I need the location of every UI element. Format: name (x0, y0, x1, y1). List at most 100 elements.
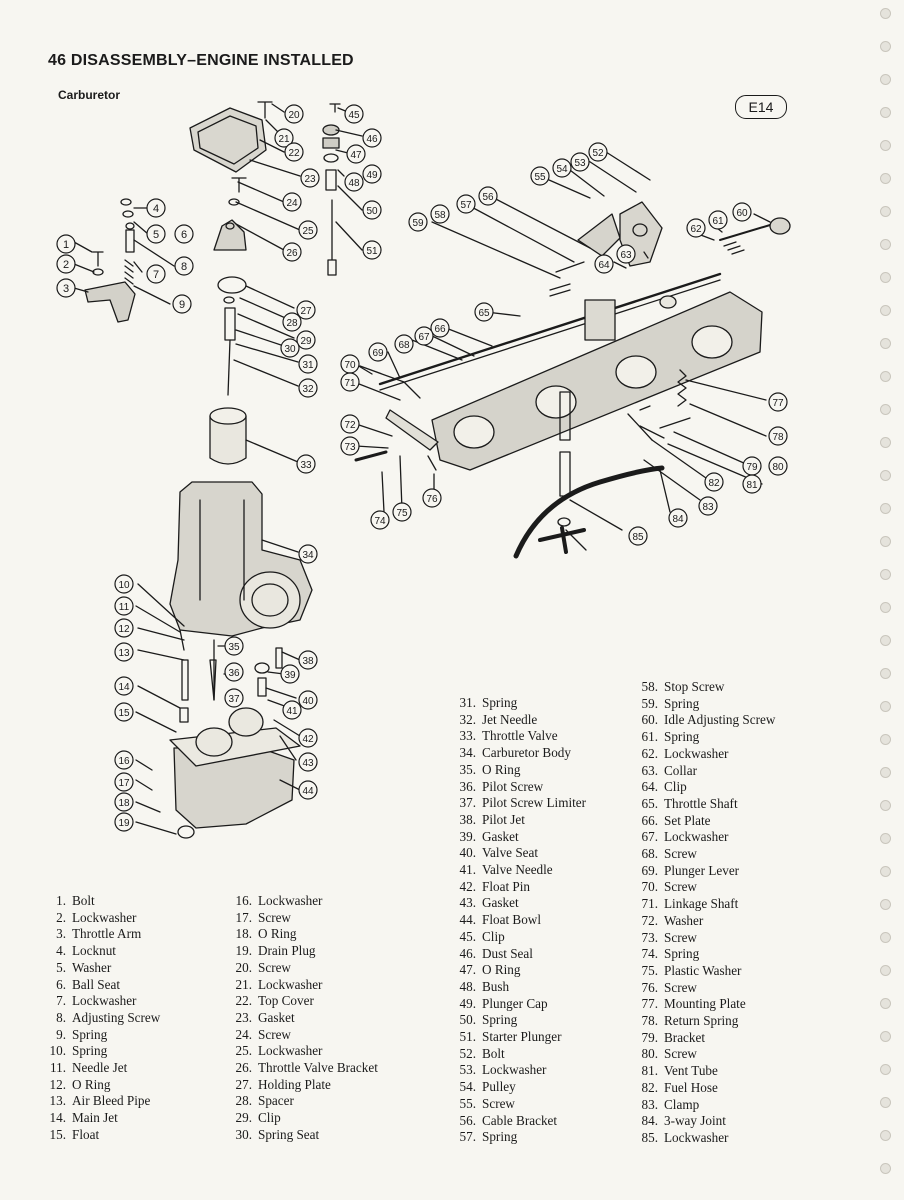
callout-number: 51 (366, 246, 378, 257)
part-name: Bush (482, 978, 510, 994)
callout-number: 65 (478, 308, 490, 319)
callout-78: 78 (768, 426, 788, 446)
part-number: 16. (235, 893, 252, 908)
parts-list-item: 74.Spring (634, 946, 775, 963)
binding-hole (880, 866, 891, 877)
callout-number: 11 (119, 602, 130, 613)
callout-number: 10 (118, 580, 130, 591)
binding-hole (880, 899, 891, 910)
part-number: 37. (459, 795, 476, 811)
part-number: 47. (459, 962, 476, 978)
part-number: 3. (56, 926, 66, 942)
part-number: 4. (56, 943, 66, 959)
part-name: Screw (664, 979, 697, 995)
callout-number: 64 (598, 260, 610, 271)
part-number: 28. (235, 1093, 252, 1109)
callout-26: 26 (282, 242, 302, 262)
callout-number: 54 (556, 164, 568, 175)
part-number: 52. (459, 1045, 476, 1061)
parts-list-item: 76.Screw (634, 980, 775, 997)
binding-hole (880, 1031, 891, 1042)
callout-number: 60 (736, 208, 748, 219)
callout-61: 61 (708, 210, 728, 230)
part-number: 30. (235, 1126, 252, 1142)
page-title: 46 DISASSEMBLY–ENGINE INSTALLED (48, 52, 354, 69)
parts-list-item: 35.O Ring (452, 762, 586, 779)
part-number: 17. (235, 909, 252, 925)
part-name: Spring (664, 946, 700, 962)
callout-21: 21 (274, 128, 294, 148)
binding-hole (880, 965, 891, 976)
parts-list-item: 30.Spring Seat (230, 1127, 378, 1144)
part-name: Lockwasher (258, 1043, 323, 1059)
parts-list-item: 5.Washer (48, 960, 160, 977)
parts-list-item: 6.Ball Seat (48, 977, 160, 994)
callout-67: 67 (414, 326, 434, 346)
part-number: 55. (459, 1095, 476, 1111)
part-number: 36. (459, 778, 476, 794)
callout-64: 64 (594, 254, 614, 274)
parts-list-item: 9.Spring (48, 1027, 160, 1044)
part-name: Clip (258, 1110, 281, 1126)
part-number: 75. (641, 962, 658, 978)
callout-63: 63 (616, 244, 636, 264)
part-name: Ball Seat (72, 976, 120, 992)
part-number: 40. (459, 845, 476, 861)
parts-list-item: 69.Plunger Lever (634, 863, 775, 880)
part-number: 57. (459, 1129, 476, 1145)
callout-number: 78 (772, 432, 784, 443)
part-number: 22. (235, 993, 252, 1009)
callout-3: 3 (56, 278, 76, 298)
parts-list-item: 26.Throttle Valve Bracket (230, 1060, 378, 1077)
callout-58: 58 (430, 204, 450, 224)
parts-list-item: 50.Spring (452, 1012, 586, 1029)
part-number: 10. (49, 1043, 66, 1059)
parts-list-item: 77.Mounting Plate (634, 996, 775, 1013)
binding-hole (880, 239, 891, 250)
part-number: 49. (459, 995, 476, 1011)
callout-number: 76 (426, 494, 438, 505)
part-name: Set Plate (664, 812, 711, 828)
figure-ref-badge: E14 (735, 95, 787, 119)
part-name: Stop Screw (664, 679, 725, 694)
parts-list-item: 54.Pulley (452, 1079, 586, 1096)
callout-40: 40 (298, 690, 318, 710)
callout-number: 72 (344, 420, 356, 431)
callout-number: 17 (118, 778, 130, 789)
part-name: Gasket (482, 828, 519, 844)
part-number: 23. (235, 1009, 252, 1025)
part-number: 5. (56, 959, 66, 975)
callout-number: 3 (63, 283, 69, 295)
callout-25: 25 (298, 220, 318, 240)
parts-list-item: 42.Float Pin (452, 879, 586, 896)
part-name: Spacer (258, 1093, 294, 1109)
parts-list-item: 43.Gasket (452, 895, 586, 912)
part-name: Drain Plug (258, 943, 316, 959)
parts-list-item: 20.Screw (230, 960, 378, 977)
callout-72: 72 (340, 414, 360, 434)
parts-list-item: 16.Lockwasher (230, 893, 378, 910)
binding-hole (880, 998, 891, 1009)
binding-hole (880, 272, 891, 283)
callout-18: 18 (114, 792, 134, 812)
callout-number: 43 (302, 758, 314, 769)
parts-list-item: 40.Valve Seat (452, 845, 586, 862)
callout-number: 58 (434, 210, 446, 221)
parts-list-item: 39. Gasket (452, 829, 586, 846)
part-name: Gasket (482, 895, 519, 911)
part-name: Pulley (482, 1079, 516, 1095)
part-name: Fuel Hose (664, 1079, 718, 1095)
callout-number: 27 (300, 306, 312, 317)
part-number: 39. (459, 828, 476, 844)
parts-list-item: 8.Adjusting Screw (48, 1010, 160, 1027)
part-number: 14. (49, 1110, 66, 1126)
part-name: Top Cover (258, 993, 314, 1009)
part-name: Locknut (72, 943, 116, 959)
part-number: 20. (235, 959, 252, 975)
callout-number: 15 (118, 708, 130, 719)
part-name: Screw (482, 1095, 515, 1111)
callout-28: 28 (282, 312, 302, 332)
callout-number: 59 (412, 218, 424, 229)
callout-42: 42 (298, 728, 318, 748)
callout-number: 36 (228, 668, 240, 679)
